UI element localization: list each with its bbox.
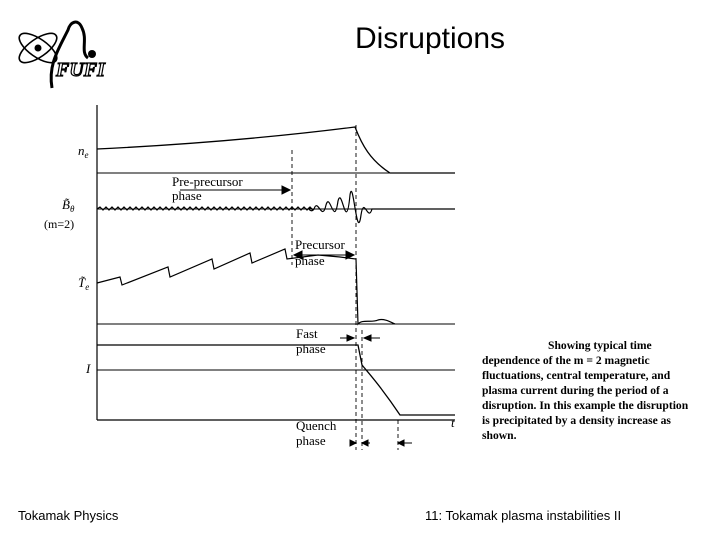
slide-title: Disruptions bbox=[354, 22, 506, 55]
quench-phase-label-1: Quench bbox=[296, 418, 337, 433]
quench-phase-label-2: phase bbox=[296, 433, 326, 448]
caption-line: shown. bbox=[482, 429, 517, 442]
logo-text: FUFI bbox=[55, 59, 106, 81]
caption-line: disruption. In this example the disrupti… bbox=[482, 399, 689, 412]
current-trace bbox=[97, 344, 455, 416]
footer-lecture-title: 11: Tokamak plasma instabilities II bbox=[425, 508, 622, 523]
caption-line: Showing typical time bbox=[548, 339, 652, 352]
caption-line: dependence of the m = 2 magnetic bbox=[482, 354, 650, 367]
mode-label: (m=2) bbox=[44, 217, 74, 231]
te-trace bbox=[96, 248, 396, 326]
caption-line: plasma current during the period of a bbox=[482, 384, 669, 397]
caption-line: is precipitated by a density increase as bbox=[482, 414, 671, 427]
figure-caption: Showing typical time dependence of the m… bbox=[482, 338, 718, 443]
te-label: T̃e bbox=[78, 275, 89, 292]
time-axis-label: t bbox=[451, 415, 455, 430]
ne-label: ne bbox=[78, 143, 89, 160]
pre-precursor-label-2: phase bbox=[172, 188, 202, 203]
pre-precursor-label-1: Pre-precursor bbox=[172, 174, 243, 189]
fast-phase-label-1: Fast bbox=[296, 326, 318, 341]
fast-phase-label-2: phase bbox=[296, 341, 326, 356]
precursor-label-2: phase bbox=[295, 253, 325, 268]
current-label: I bbox=[85, 361, 91, 376]
fusion-atom-logo: FUFI bbox=[18, 20, 107, 89]
b-theta-trace bbox=[96, 191, 455, 224]
caption-line: fluctuations, central temperature, and bbox=[482, 369, 671, 382]
disruption-time-traces: ne B̃θ (m=2) T̃e I t Pre-precursor phase… bbox=[44, 105, 455, 450]
b-theta-label: B̃θ bbox=[62, 197, 75, 214]
footer-course-name: Tokamak Physics bbox=[18, 508, 119, 523]
precursor-label-1: Precursor bbox=[295, 237, 345, 252]
